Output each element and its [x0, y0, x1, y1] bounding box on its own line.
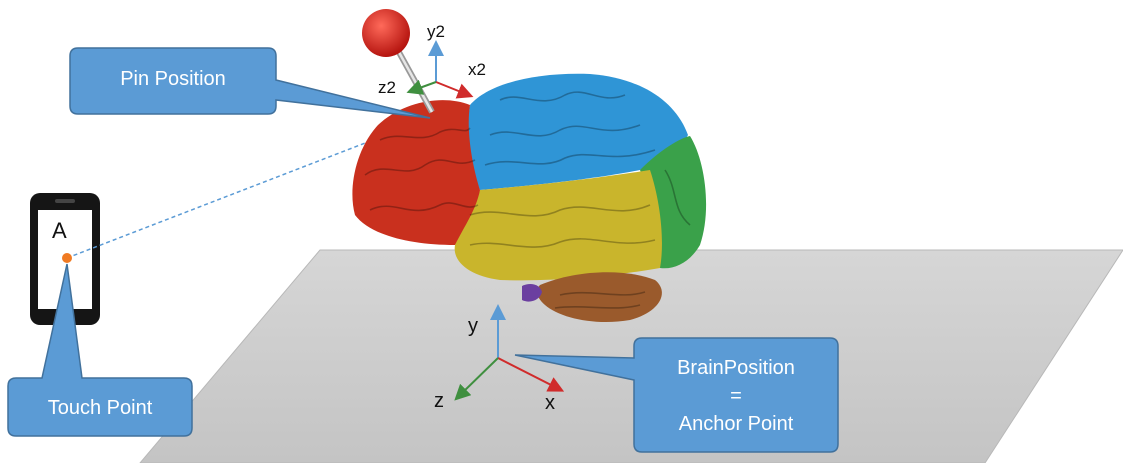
pin-axis-y-label: y2	[427, 22, 445, 42]
pin-head	[362, 9, 410, 57]
touch-dot	[62, 253, 72, 263]
pin-axes	[414, 48, 466, 94]
pin-axis-z-label: z2	[378, 78, 396, 98]
brain-position-label-line3: Anchor Point	[634, 411, 838, 437]
anchor-axis-z-label: z	[434, 390, 444, 413]
touch-point-label: Touch Point	[8, 395, 192, 421]
brain-position-label-line1: BrainPosition	[634, 355, 838, 381]
frontal-lobe	[352, 100, 480, 245]
pin-position-label: Pin Position	[70, 66, 276, 92]
phone-screen-label: A	[52, 218, 67, 244]
brain-position-label-line2: =	[634, 383, 838, 409]
pin-axis-x-label: x2	[468, 60, 486, 80]
anchor-axis-x-label: x	[545, 392, 555, 415]
pin	[362, 9, 432, 112]
anchor-axis-y-label: y	[468, 315, 478, 338]
